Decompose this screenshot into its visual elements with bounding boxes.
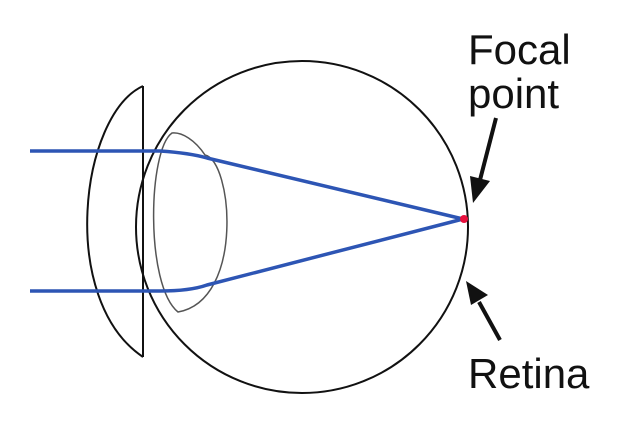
- lens: [152, 132, 228, 313]
- focal-point-label-line1: Focal: [468, 26, 571, 73]
- retina-label: Retina: [468, 350, 590, 397]
- focal-point-dot: [460, 215, 468, 223]
- focal-point-label: Focal point: [468, 28, 618, 116]
- light-ray-top: [30, 149, 464, 221]
- focal-point-label-line2: point: [468, 70, 560, 117]
- retina-arrow: [466, 281, 502, 341]
- focal-point-arrow: [470, 117, 498, 203]
- cornea: [86, 85, 144, 358]
- eyeball: [135, 60, 469, 394]
- light-ray-bottom: [30, 217, 464, 293]
